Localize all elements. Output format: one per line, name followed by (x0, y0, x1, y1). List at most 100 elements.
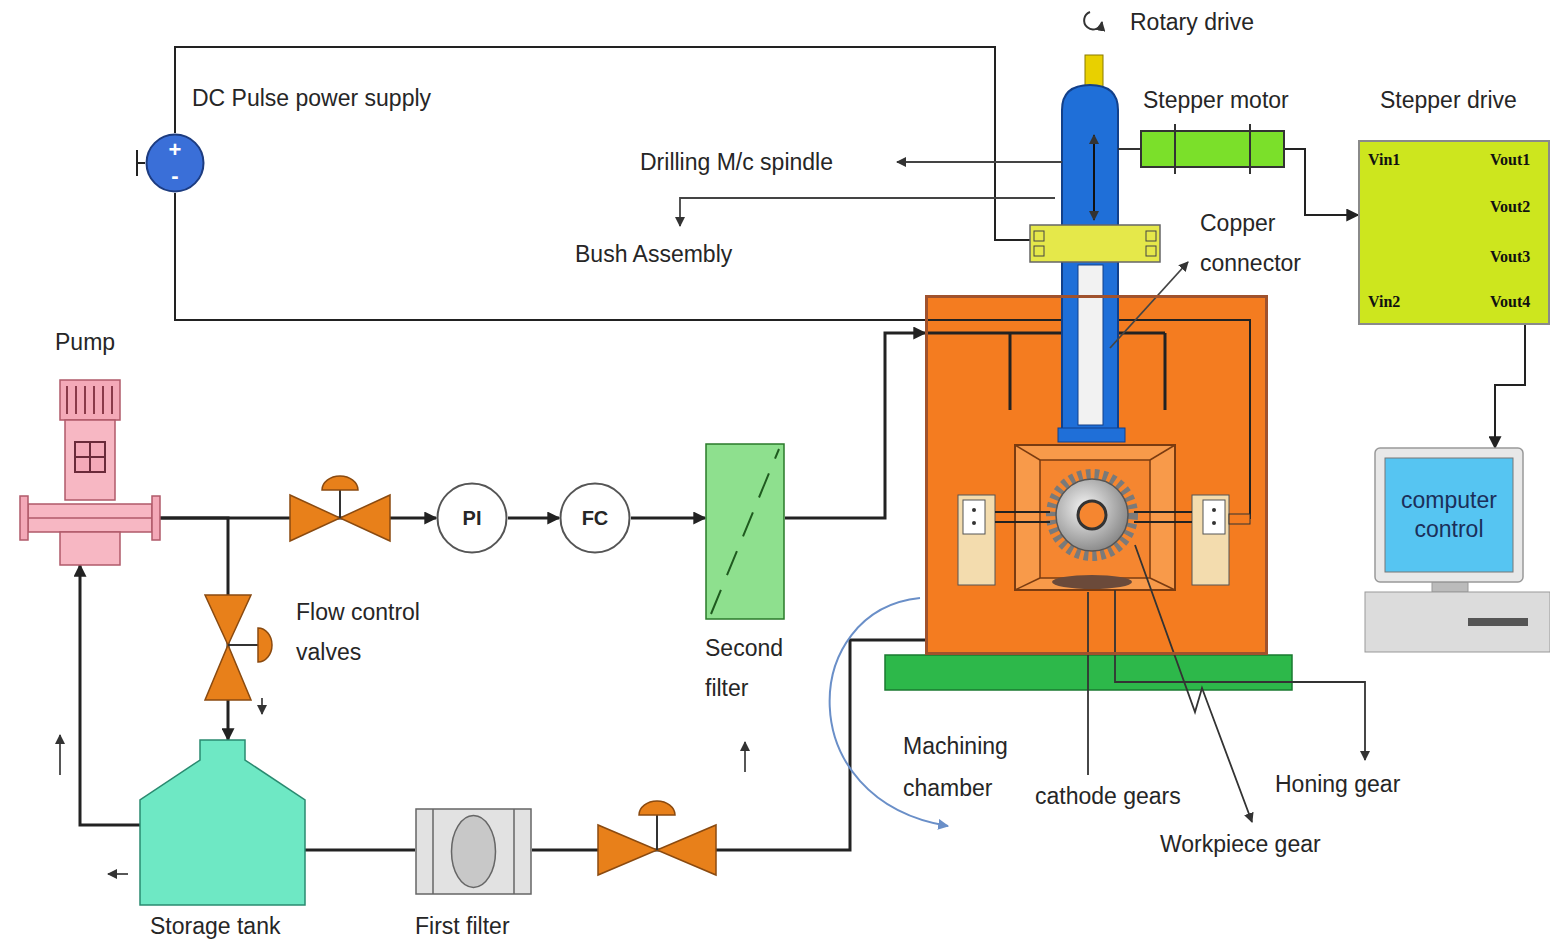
drawing-rect (152, 496, 160, 540)
drawing-line (228, 644, 258, 646)
pipe-connector (175, 193, 925, 320)
pipe-connector (80, 565, 140, 825)
drawing-ellipse (452, 816, 496, 888)
pin-name: Vout3 (1490, 247, 1530, 267)
drawing-rect (1375, 448, 1523, 582)
drawing-rect (1146, 231, 1156, 241)
drawing-rect (1146, 246, 1156, 256)
drawing-polyline (1115, 590, 1365, 760)
drawing-line (339, 490, 341, 518)
pin-name: Vin2 (1368, 292, 1400, 312)
part-label: Second filter (705, 628, 815, 708)
pressure-indicator: PI (436, 482, 508, 554)
stepper-motor: Stepper motor (1140, 130, 1285, 168)
drawing-line (656, 815, 658, 850)
drawing-rect (65, 420, 115, 500)
drawing-line (1015, 578, 1040, 590)
storage-tank-outline (140, 740, 305, 905)
part-label: Rotary drive (1130, 8, 1254, 37)
part-label: Copper connector (1200, 203, 1335, 283)
first-filter: First filter (415, 808, 532, 895)
drawing-rect (1385, 458, 1513, 572)
part-label: DC Pulse power supply (192, 84, 431, 113)
drawing-line (261, 698, 263, 714)
stepper-motor-outline (1140, 130, 1285, 168)
pipe-connector (305, 849, 415, 852)
drawing-path (322, 476, 358, 490)
pipe-connector (160, 518, 228, 740)
part-label: Drilling M/c spindle (640, 148, 833, 177)
drawing-rect (28, 504, 152, 532)
drawing-rect (1203, 500, 1225, 534)
drawing-circle (1051, 474, 1133, 556)
drawing-rect (1078, 265, 1103, 425)
computer-case (1365, 582, 1550, 652)
drawing-line (84, 386, 86, 414)
drawing-line (513, 809, 515, 894)
drawing-circle (1212, 508, 1216, 512)
drawing-polygon (340, 495, 390, 541)
pipe-connector (631, 517, 705, 520)
drawing-line (89, 442, 91, 472)
drawing-rect (1365, 592, 1550, 652)
pipe-connector (785, 333, 925, 518)
stepper-drive: Stepper driveVin1Vout1Vout2Vout3Vin2Vout… (1358, 140, 1550, 325)
screen-text: computer control (1389, 486, 1509, 544)
part-label: Honing gear (1275, 770, 1400, 799)
part-label: Bush Assembly (575, 240, 732, 269)
drawing-polygon (205, 595, 251, 645)
part-label: Stepper drive (1380, 86, 1517, 115)
drawing-line (711, 449, 779, 614)
drawing-path (639, 801, 675, 815)
instrument-tag: FC (559, 506, 631, 531)
drawing-line (111, 386, 113, 414)
drawing-rect (1030, 225, 1160, 262)
flow-controller: FC (559, 482, 631, 554)
computer-monitor: computer control (1375, 448, 1523, 582)
drawing-line (1015, 445, 1040, 460)
drawing-line (75, 386, 77, 414)
drawing-line (1150, 445, 1175, 460)
pipe-connector (508, 517, 559, 520)
polarity-sign: - (145, 165, 205, 187)
drawing-polygon (290, 495, 340, 541)
part-label: Flow control valves (296, 592, 466, 672)
drawing-line (1150, 578, 1175, 590)
drawing-line (432, 809, 434, 894)
drawing-rect (1058, 428, 1125, 442)
second-filter-outline (705, 443, 785, 620)
drawing-polygon (205, 645, 251, 700)
drawing-rect (416, 809, 531, 894)
drawing-line (102, 386, 104, 414)
drawing-line (1174, 124, 1176, 174)
power-wire (136, 47, 1030, 240)
drawing-rect (1015, 445, 1175, 590)
power-supply: DC Pulse power supply+- (145, 133, 205, 193)
drawing-rect (1468, 618, 1528, 626)
drawing-line (1134, 511, 1192, 513)
drawing-rect (963, 500, 985, 534)
pin-name: Vout1 (1490, 150, 1530, 170)
part-label: Pump (55, 328, 115, 357)
drawing-rect (1034, 246, 1044, 256)
part-label: Machining chamber (903, 725, 1028, 809)
pipe-connector (1285, 149, 1358, 215)
drawing-line (897, 161, 1062, 163)
storage-tank: Storage tank (140, 740, 305, 905)
drawing-line (93, 386, 95, 414)
first-filter-outline (415, 808, 532, 895)
drawing-path (1084, 12, 1102, 29)
drawing-line (744, 742, 746, 772)
drawing-line (1110, 262, 1188, 348)
instrument-tag: PI (436, 506, 508, 531)
pin-name: Vout4 (1490, 292, 1530, 312)
drawing-line (108, 873, 128, 875)
drawing-polyline (680, 198, 1055, 226)
drawing-line (66, 386, 68, 414)
drawing-line (1009, 333, 1012, 410)
drawing-line (995, 511, 1050, 513)
drawing-rect (1432, 582, 1468, 592)
drawing-rect (706, 444, 784, 619)
machining-chamber: Machining chamber (925, 295, 1268, 655)
part-label: Storage tank (150, 912, 280, 941)
